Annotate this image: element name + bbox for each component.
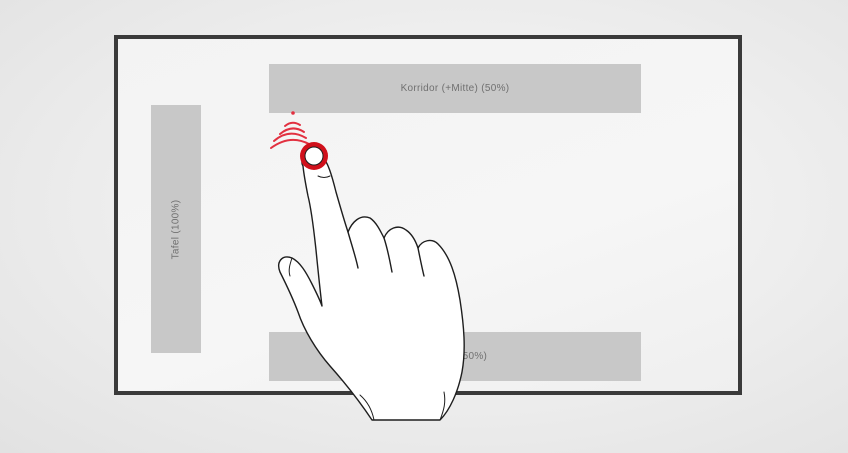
signal-waves-icon (271, 111, 309, 148)
touch-point-icon (300, 142, 328, 170)
hand-pointer-icon (279, 153, 464, 420)
